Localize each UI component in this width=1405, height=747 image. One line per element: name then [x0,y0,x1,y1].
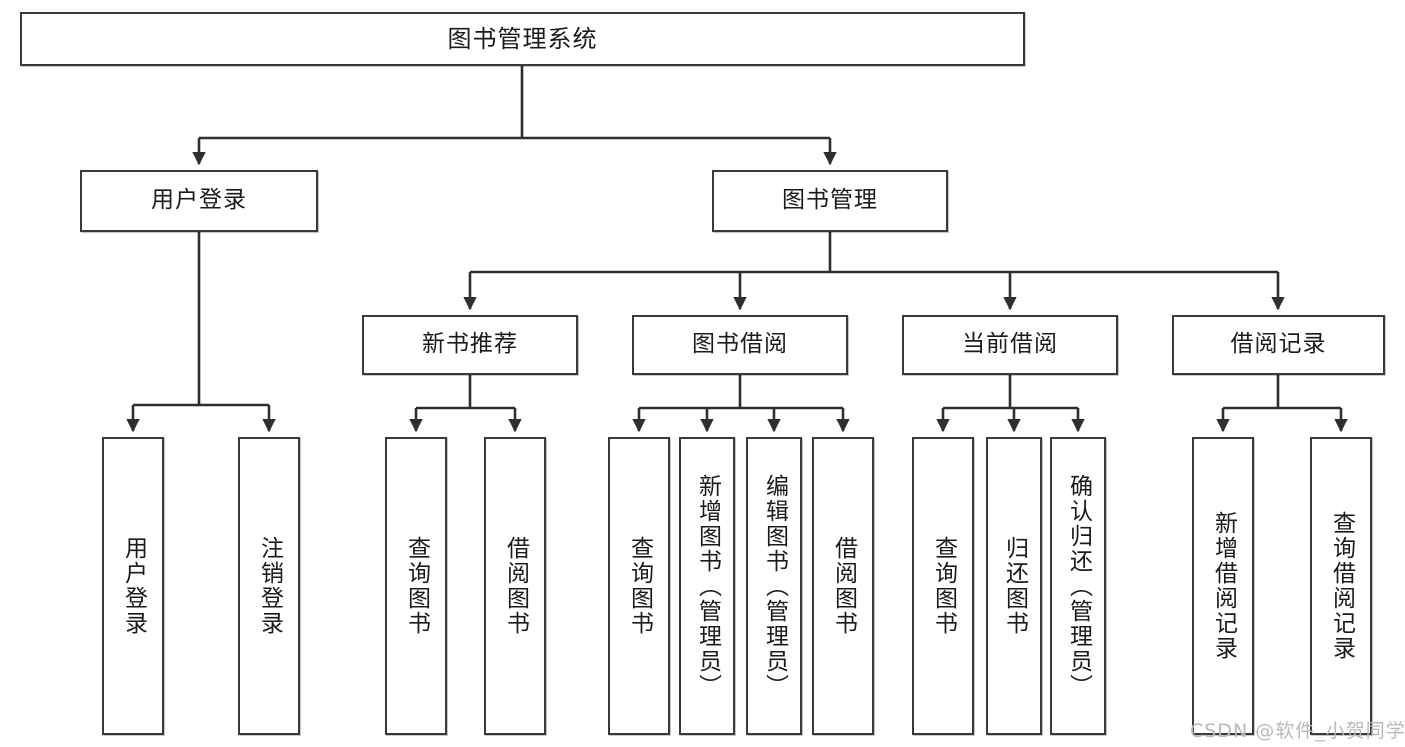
edges-borrowrecord-to-leaves [1216,375,1348,433]
csdn-watermark: CSDN @软件_小贺同学 [1190,720,1405,742]
leaf-borrow-book-2[interactable]: 借阅图书 [812,437,874,735]
edges-newbook-to-leaves [409,375,522,433]
leaf-label: 新增借阅记录 [1210,511,1237,661]
edges-currentborrow-to-leaves [936,375,1085,433]
node-book-manage[interactable]: 图书管理 [712,170,948,232]
leaf-query-book-3[interactable]: 查询图书 [912,437,974,735]
leaf-label: 编辑图书（管理员） [761,473,788,699]
leaf-label: 归还图书 [1001,536,1028,636]
leaf-label: 注销登录 [256,536,283,636]
leaf-label: 新增图书（管理员） [694,473,721,699]
leaf-query-book-1[interactable]: 查询图书 [385,437,447,735]
leaf-label: 确认归还（管理员） [1065,473,1092,699]
leaf-edit-book[interactable]: 编辑图书（管理员） [746,437,802,735]
leaf-borrow-book-1[interactable]: 借阅图书 [484,437,546,735]
node-user-login[interactable]: 用户登录 [80,170,318,232]
leaf-user-login[interactable]: 用户登录 [102,437,164,735]
leaf-confirm-return[interactable]: 确认归还（管理员） [1050,437,1106,735]
leaf-label: 用户登录 [120,536,147,636]
leaf-label: 查询图书 [626,536,653,636]
edges-bookborrow-to-leaves [632,375,850,433]
leaf-add-record[interactable]: 新增借阅记录 [1192,437,1254,735]
node-book-borrow[interactable]: 图书借阅 [632,315,848,375]
leaf-label: 借阅图书 [502,536,529,636]
leaf-label: 查询借阅记录 [1328,511,1355,661]
node-borrow-record[interactable]: 借阅记录 [1172,315,1385,375]
leaf-query-book-2[interactable]: 查询图书 [608,437,670,735]
node-new-book-recommend[interactable]: 新书推荐 [362,315,578,375]
leaf-label: 查询图书 [930,536,957,636]
node-current-borrow[interactable]: 当前借阅 [902,315,1118,375]
edges-root-to-level2 [192,66,837,166]
edges-bookmanage-to-level3 [463,232,1285,311]
leaf-logout-login[interactable]: 注销登录 [238,437,300,735]
leaf-return-book[interactable]: 归还图书 [986,437,1042,735]
node-root[interactable]: 图书管理系统 [20,12,1025,66]
leaf-label: 查询图书 [403,536,430,636]
edges-userlogin-to-leaves [126,232,276,433]
leaf-add-book[interactable]: 新增图书（管理员） [679,437,735,735]
leaf-label: 借阅图书 [830,536,857,636]
leaf-query-record[interactable]: 查询借阅记录 [1310,437,1372,735]
